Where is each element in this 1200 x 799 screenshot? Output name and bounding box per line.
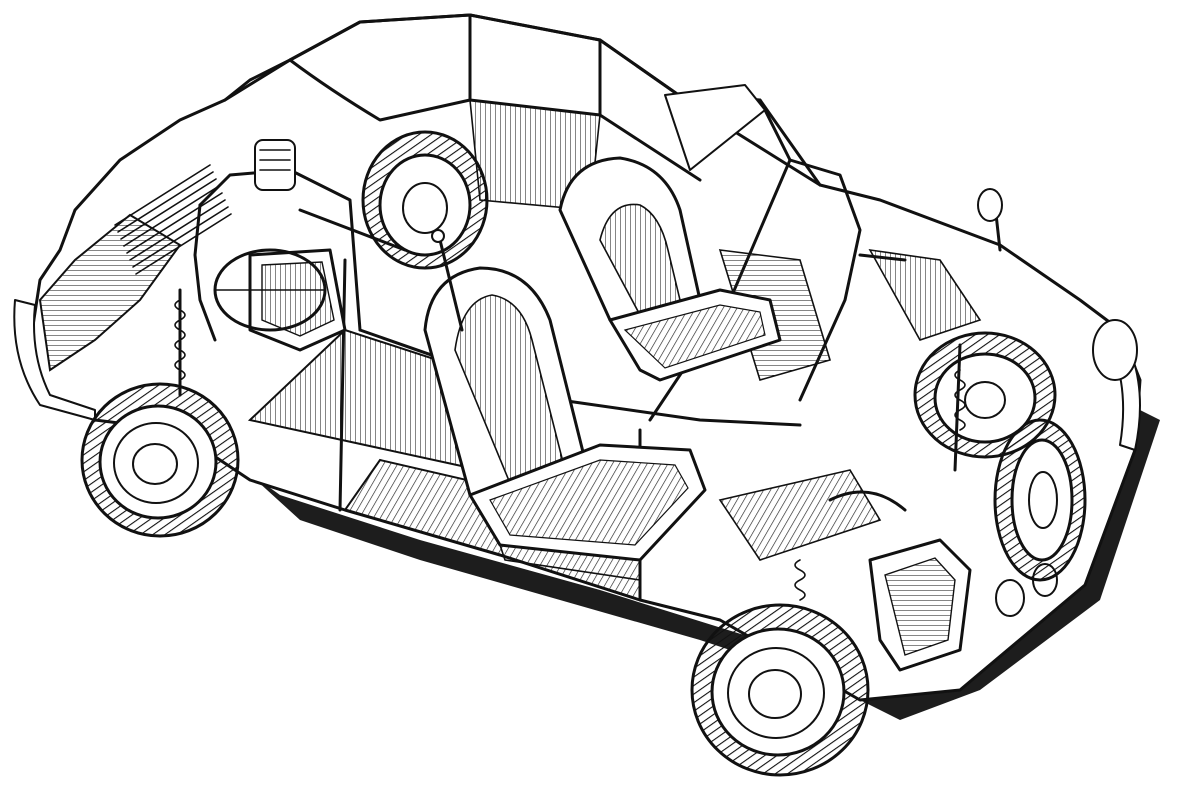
rear-right-wheel	[993, 418, 1087, 582]
ground-shadow	[245, 400, 1160, 720]
front-grille-louvres	[114, 164, 232, 275]
side-mirror	[977, 188, 1003, 252]
door-handle	[858, 253, 907, 262]
steering-wheel	[213, 208, 407, 332]
rear-left-wheel	[690, 603, 870, 777]
rear-engine	[828, 490, 972, 672]
rear-inner-wheel	[913, 331, 1057, 459]
gear-lever	[431, 229, 464, 332]
rear-suspension-spring	[794, 343, 966, 601]
front-left-wheel	[80, 382, 240, 538]
front-suspension-spring	[174, 288, 186, 397]
rear-seat	[558, 156, 782, 382]
spare-wheel	[361, 130, 489, 270]
front-seat	[423, 266, 707, 581]
